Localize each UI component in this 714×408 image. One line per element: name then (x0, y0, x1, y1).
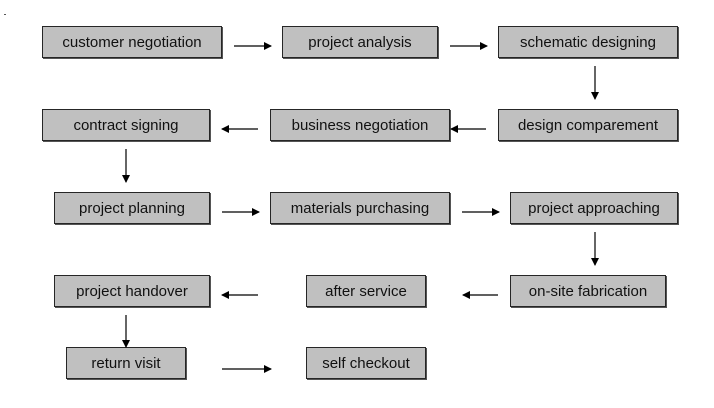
stray-mark (4, 14, 6, 15)
step-customer-negotiation: customer negotiation (42, 26, 222, 58)
step-after-service: after service (306, 275, 426, 307)
step-project-handover: project handover (54, 275, 210, 307)
step-label: business negotiation (291, 116, 429, 134)
step-contract-signing: contract signing (42, 109, 210, 141)
step-label: return visit (91, 354, 161, 372)
step-label: materials purchasing (290, 199, 430, 217)
step-label: project analysis (308, 33, 412, 51)
step-label: customer negotiation (62, 33, 202, 51)
step-schematic-designing: schematic designing (498, 26, 678, 58)
step-materials-purchasing: materials purchasing (270, 192, 450, 224)
step-label: self checkout (322, 354, 410, 372)
step-project-planning: project planning (54, 192, 210, 224)
step-label: on-site fabrication (528, 282, 648, 300)
step-onsite-fabrication: on-site fabrication (510, 275, 666, 307)
step-label: project approaching (528, 199, 660, 217)
step-project-approaching: project approaching (510, 192, 678, 224)
step-label: contract signing (73, 116, 179, 134)
step-project-analysis: project analysis (282, 26, 438, 58)
step-label: schematic designing (520, 33, 656, 51)
step-label: design comparement (517, 116, 659, 134)
step-label: after service (325, 282, 407, 300)
step-business-negotiation: business negotiation (270, 109, 450, 141)
step-label: project planning (79, 199, 185, 217)
step-return-visit: return visit (66, 347, 186, 379)
step-label: project handover (76, 282, 188, 300)
step-design-comparement: design comparement (498, 109, 678, 141)
step-self-checkout: self checkout (306, 347, 426, 379)
